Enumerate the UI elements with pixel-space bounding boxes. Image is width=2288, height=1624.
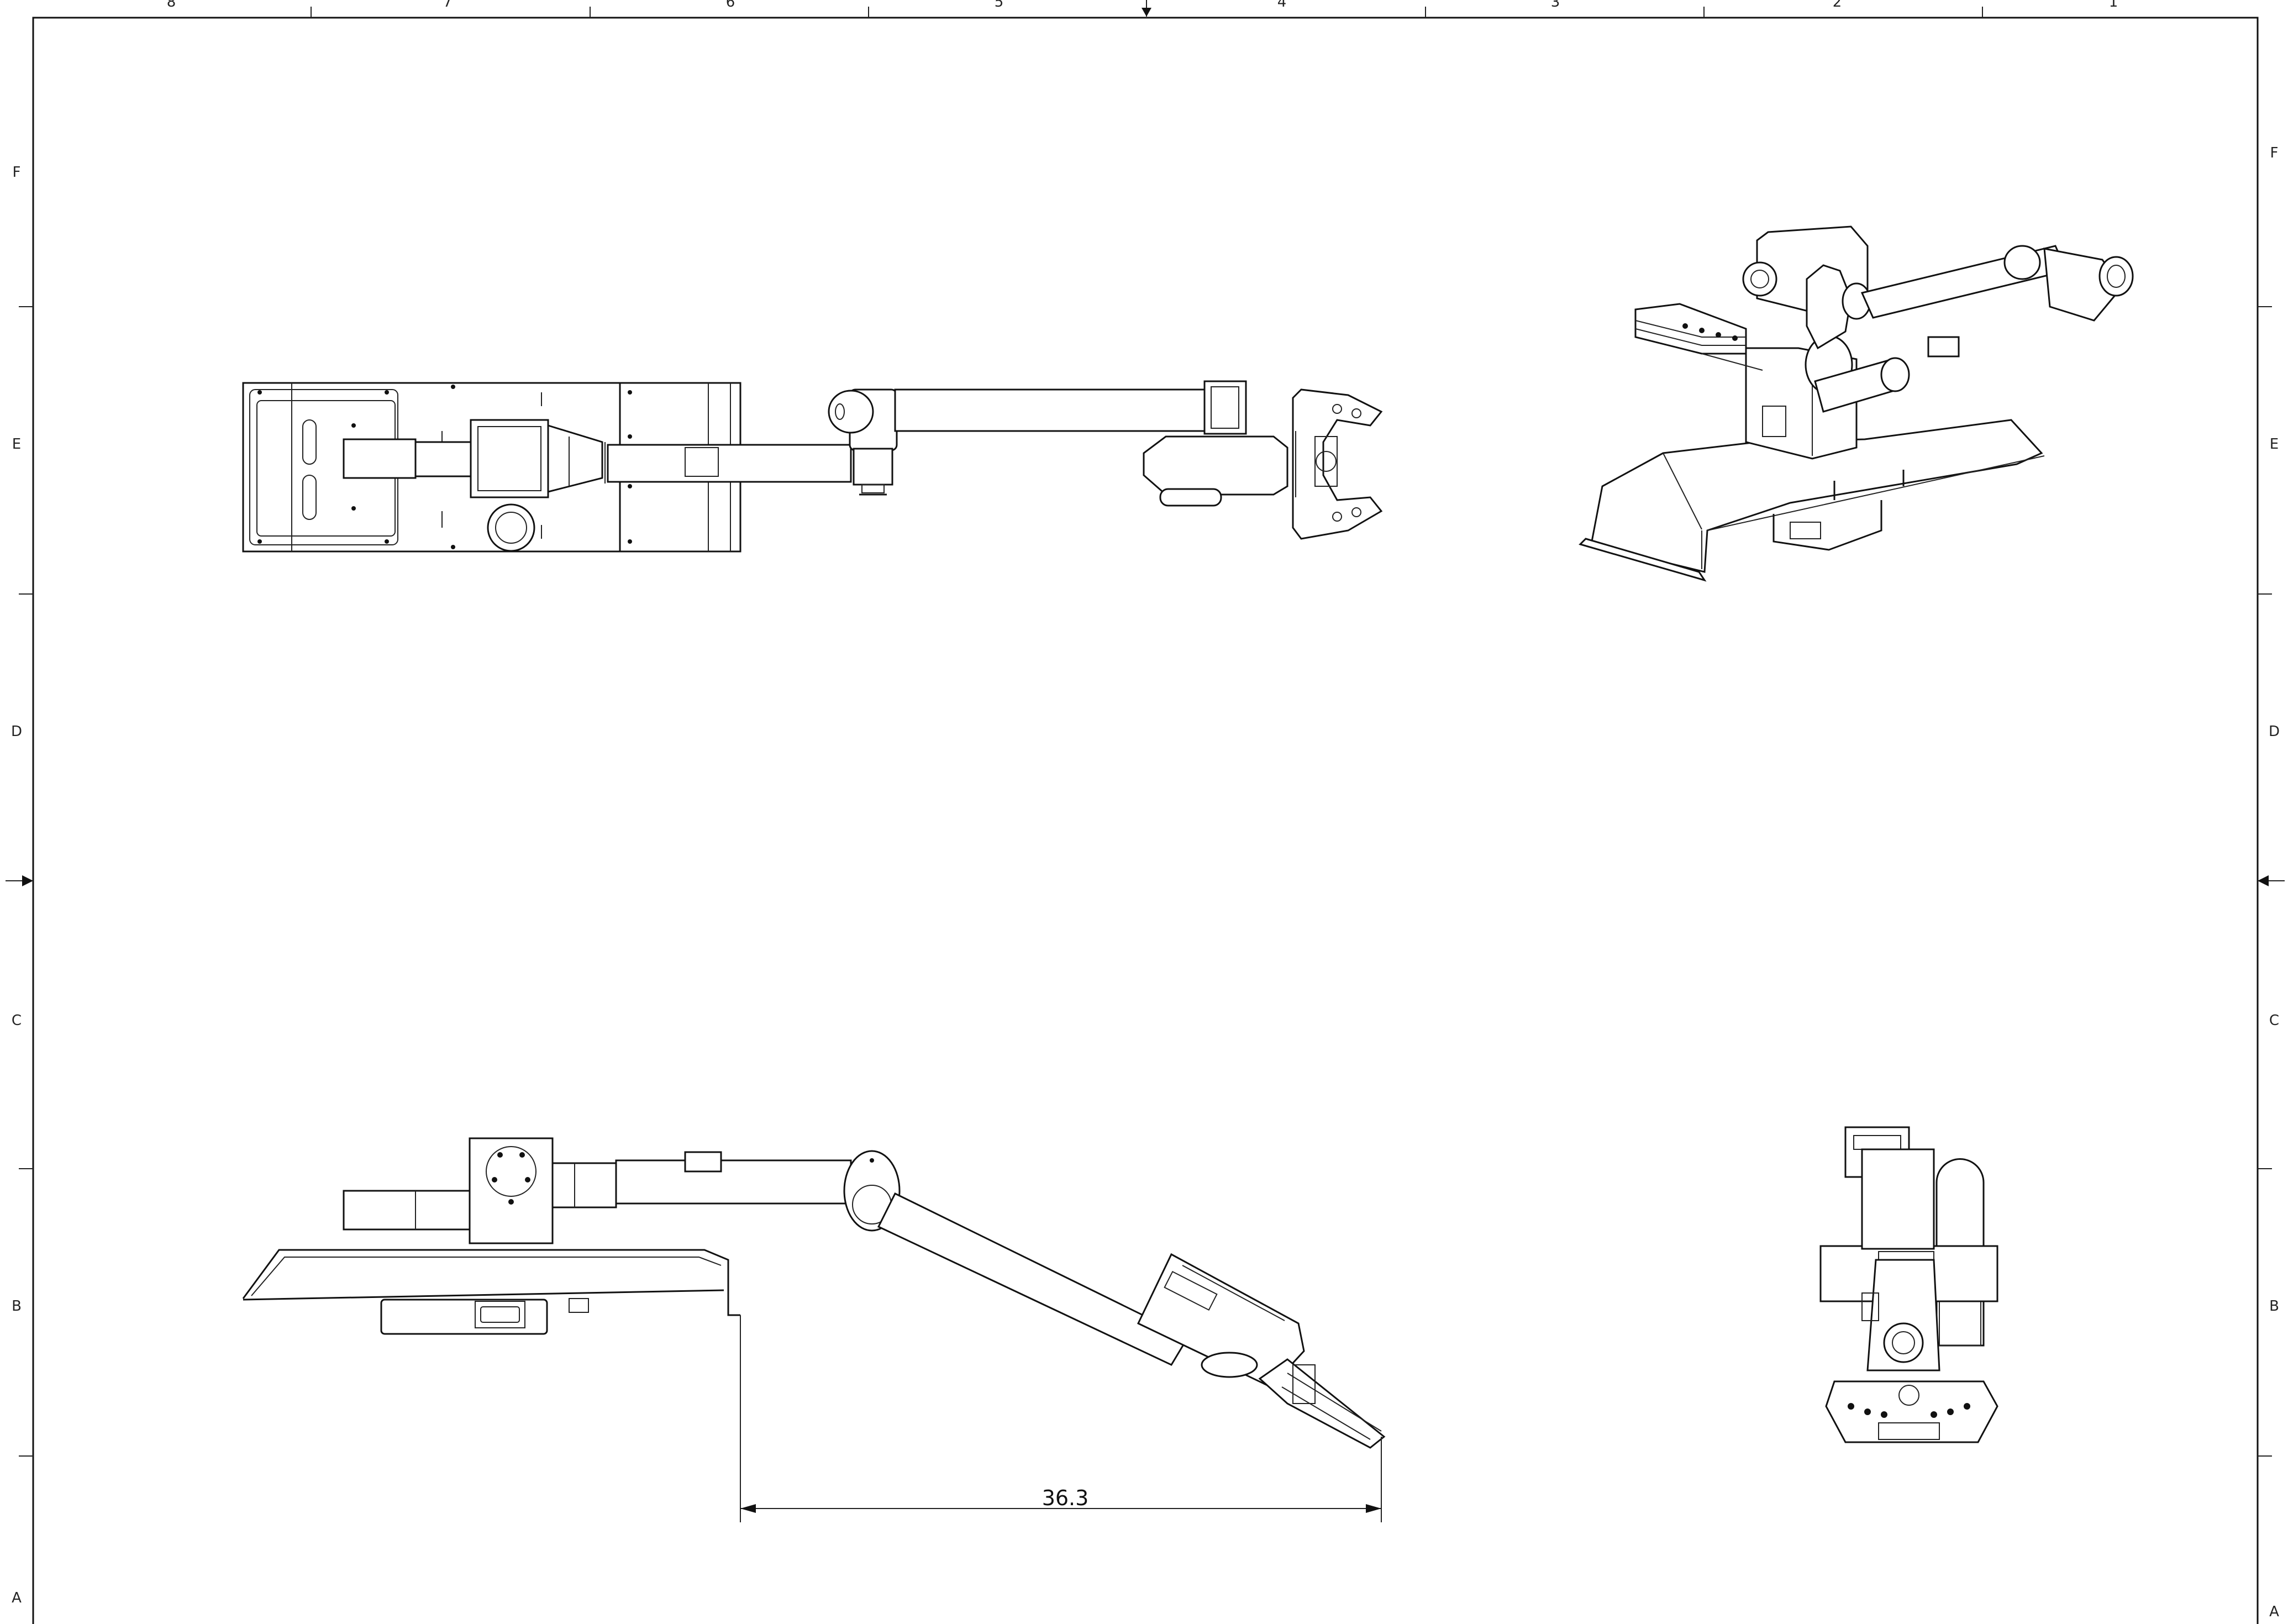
row-label-left-d: D [11, 723, 22, 740]
drawing-border [32, 17, 2259, 1624]
center-mark-right [2258, 875, 2285, 886]
side-view [242, 1137, 1386, 1449]
isometric-view [1579, 225, 2134, 582]
row-label-left-e: E [12, 436, 21, 453]
row-label-right-d: D [2269, 723, 2280, 740]
column-label-4: 4 [1277, 0, 1287, 10]
row-label-right-b: B [2269, 1298, 2279, 1315]
column-label-3: 3 [1551, 0, 1560, 10]
column-ticks [311, 7, 1983, 18]
column-label-6: 6 [726, 0, 735, 10]
dimension-value: 36.3 [1042, 1486, 1089, 1510]
column-label-8: 8 [167, 0, 176, 10]
row-label-left-b: B [12, 1298, 22, 1315]
row-label-right-f: F [2270, 145, 2279, 161]
front-view [1819, 1126, 1998, 1443]
column-label-2: 2 [1833, 0, 1842, 10]
top-view [242, 380, 1383, 553]
row-label-left-c: C [12, 1012, 22, 1029]
row-ticks [19, 306, 2272, 1457]
row-label-right-a: A [2269, 1604, 2279, 1620]
column-label-7: 7 [443, 0, 453, 10]
center-mark-left [6, 875, 33, 886]
row-label-right-e: E [2270, 436, 2279, 453]
column-label-5: 5 [995, 0, 1004, 10]
row-label-left-f: F [13, 164, 21, 181]
row-label-right-c: C [2269, 1012, 2279, 1029]
row-label-left-a: A [12, 1590, 22, 1606]
dimension-line [740, 1315, 1382, 1522]
center-mark-top [1142, 0, 1151, 17]
column-label-1: 1 [2109, 0, 2118, 10]
